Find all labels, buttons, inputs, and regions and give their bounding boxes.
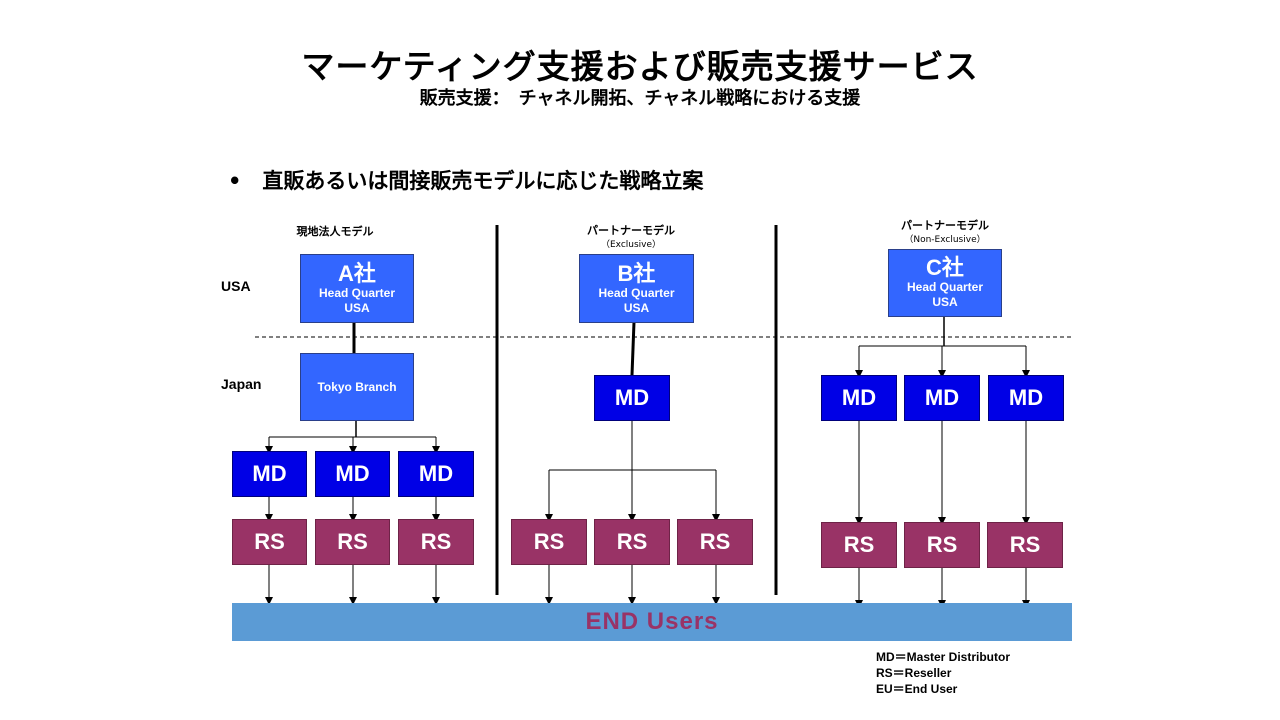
column-c-label: パートナーモデル [901,219,989,232]
md-box: MD [821,375,897,421]
hq-line2: USA [932,295,958,309]
md-box: MD [232,451,307,497]
tokyo-branch-box: Tokyo Branch [300,353,414,421]
column-b-sublabel: （Exclusive） [600,240,662,250]
rs-box: RS [232,519,307,565]
legend: MD＝Master Distributor RS＝Reseller EU＝End… [876,649,1010,697]
rs-box: RS [821,522,897,568]
rs-box: RS [677,519,753,565]
rs-box: RS [594,519,670,565]
column-a-label: 現地法人モデル [296,225,374,238]
hq-line1: Head Quarter [598,285,675,300]
hq-box-c: C社 Head Quarter USA [888,249,1002,317]
hq-box-a: A社 Head Quarter USA [300,254,414,323]
bullet-point: • 直販あるいは間接販売モデルに応じた戦略立案 [228,169,704,193]
hq-line1: Head Quarter [318,285,396,300]
hq-line1: Head Quarter [906,280,984,294]
hq-line2: USA [344,300,370,315]
rs-box: RS [398,519,474,565]
rs-box: RS [987,522,1063,568]
legend-rs: RS＝Reseller [876,666,952,680]
md-box: MD [315,451,390,497]
rs-box: RS [904,522,980,568]
column-c-sublabel: （Non-Exclusive） [904,235,986,245]
region-label-japan: Japan [221,376,262,392]
legend-md: MD＝Master Distributor [876,650,1011,664]
page-title: マーケティング支援および販売支援サービス [301,47,979,86]
region-label-usa: USA [221,278,251,294]
hq-name: B社 [617,260,656,286]
hq-line2: USA [623,300,650,315]
md-box: MD [904,375,980,421]
page-subtitle: 販売支援： チャネル開拓、チャネル戦略における支援 [419,88,861,109]
hq-name: A社 [338,260,376,286]
md-box: MD [398,451,474,497]
md-box: MD [988,375,1064,421]
rs-box: RS [315,519,390,565]
end-users-bar: END Users [232,603,1072,641]
column-b-label: パートナーモデル [587,224,675,237]
md-box: MD [594,375,670,421]
rs-box: RS [511,519,587,565]
hq-name: C社 [926,255,964,280]
legend-eu: EU＝End User [876,682,958,696]
hq-box-b: B社 Head Quarter USA [579,254,694,323]
